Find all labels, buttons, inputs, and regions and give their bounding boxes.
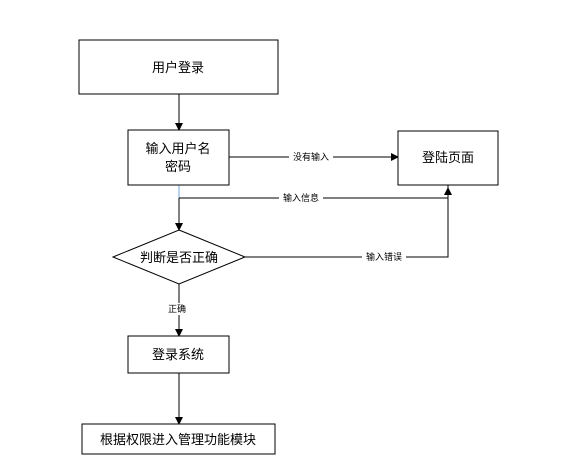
node-login-system: 登录系统: [127, 335, 230, 374]
node-enter-credentials-text-line1: 输入用户名: [145, 141, 210, 157]
label-input-info: 输入信息: [283, 192, 319, 204]
edge-labels-group: 没有输入 输入信息 输入错误 正确: [164, 151, 406, 315]
node-user-login: 用户登录: [78, 39, 279, 95]
node-login-page: 登陆页面: [397, 130, 499, 186]
node-judge-correct-text: 判断是否正确: [140, 251, 218, 266]
label-correct: 正确: [168, 303, 186, 315]
label-no-input: 没有输入: [293, 151, 329, 163]
node-judge-correct: 判断是否正确: [111, 229, 247, 285]
node-enter-modules: 根据权限进入管理功能模块: [81, 423, 276, 455]
node-enter-credentials: 输入用户名 密码: [127, 129, 230, 186]
node-user-login-text: 用户登录: [152, 60, 204, 76]
edge-input-error: [245, 187, 452, 258]
edges-group: [175, 94, 452, 425]
node-login-system-text: 登录系统: [152, 348, 204, 363]
node-enter-credentials-text-line2: 密码: [165, 159, 191, 175]
node-login-page-text: 登陆页面: [422, 150, 474, 166]
label-input-error: 输入错误: [366, 251, 402, 263]
node-enter-modules-text: 根据权限进入管理功能模块: [100, 432, 256, 448]
